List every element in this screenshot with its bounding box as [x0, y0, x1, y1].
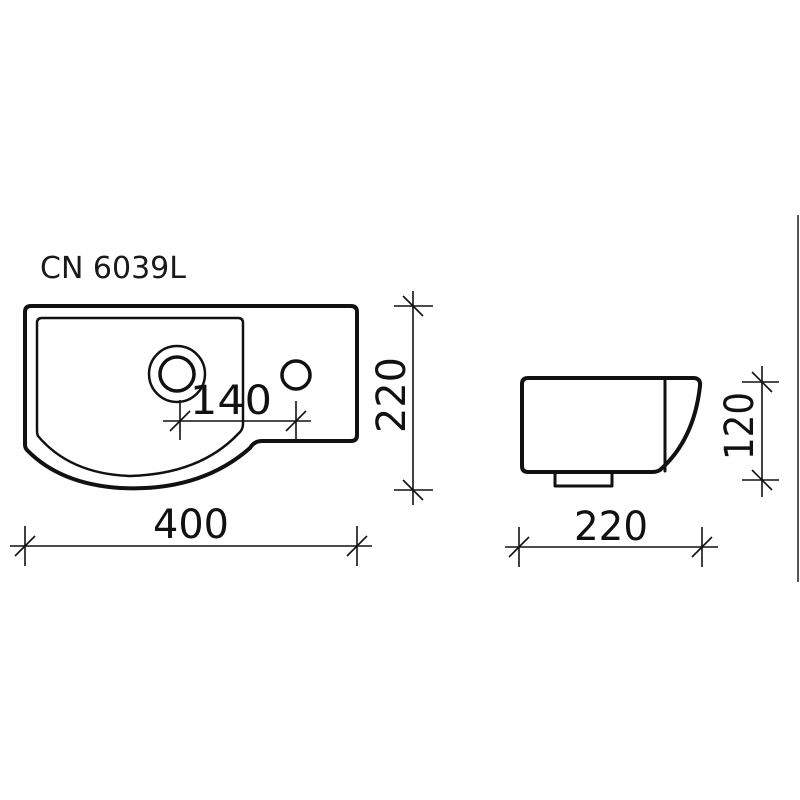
basin-inner-bowl: [35, 316, 245, 478]
tap-hole: [280, 359, 312, 391]
basin-outer-outline: [23, 304, 359, 491]
side-body-outline: [520, 376, 703, 474]
side-view: 120 220: [505, 366, 779, 567]
width-value: 400: [153, 502, 229, 548]
drain-hole: [158, 355, 196, 393]
top-view: 140 400 220: [10, 291, 433, 566]
side-depth-value: 220: [574, 504, 648, 550]
height-dimension: 120: [717, 366, 779, 497]
side-depth-dimension: 220: [505, 504, 718, 567]
width-dimension: 400: [10, 502, 372, 566]
depth-dimension: 220: [369, 291, 433, 505]
depth-value: 220: [369, 357, 415, 433]
height-value: 120: [717, 392, 763, 460]
side-drain-foot: [553, 470, 614, 488]
hole-spacing-dimension: 140: [163, 378, 311, 441]
model-label: CN 6039L: [40, 251, 186, 286]
drain-outer-ring: [147, 344, 207, 404]
hole-spacing-value: 140: [190, 378, 272, 424]
